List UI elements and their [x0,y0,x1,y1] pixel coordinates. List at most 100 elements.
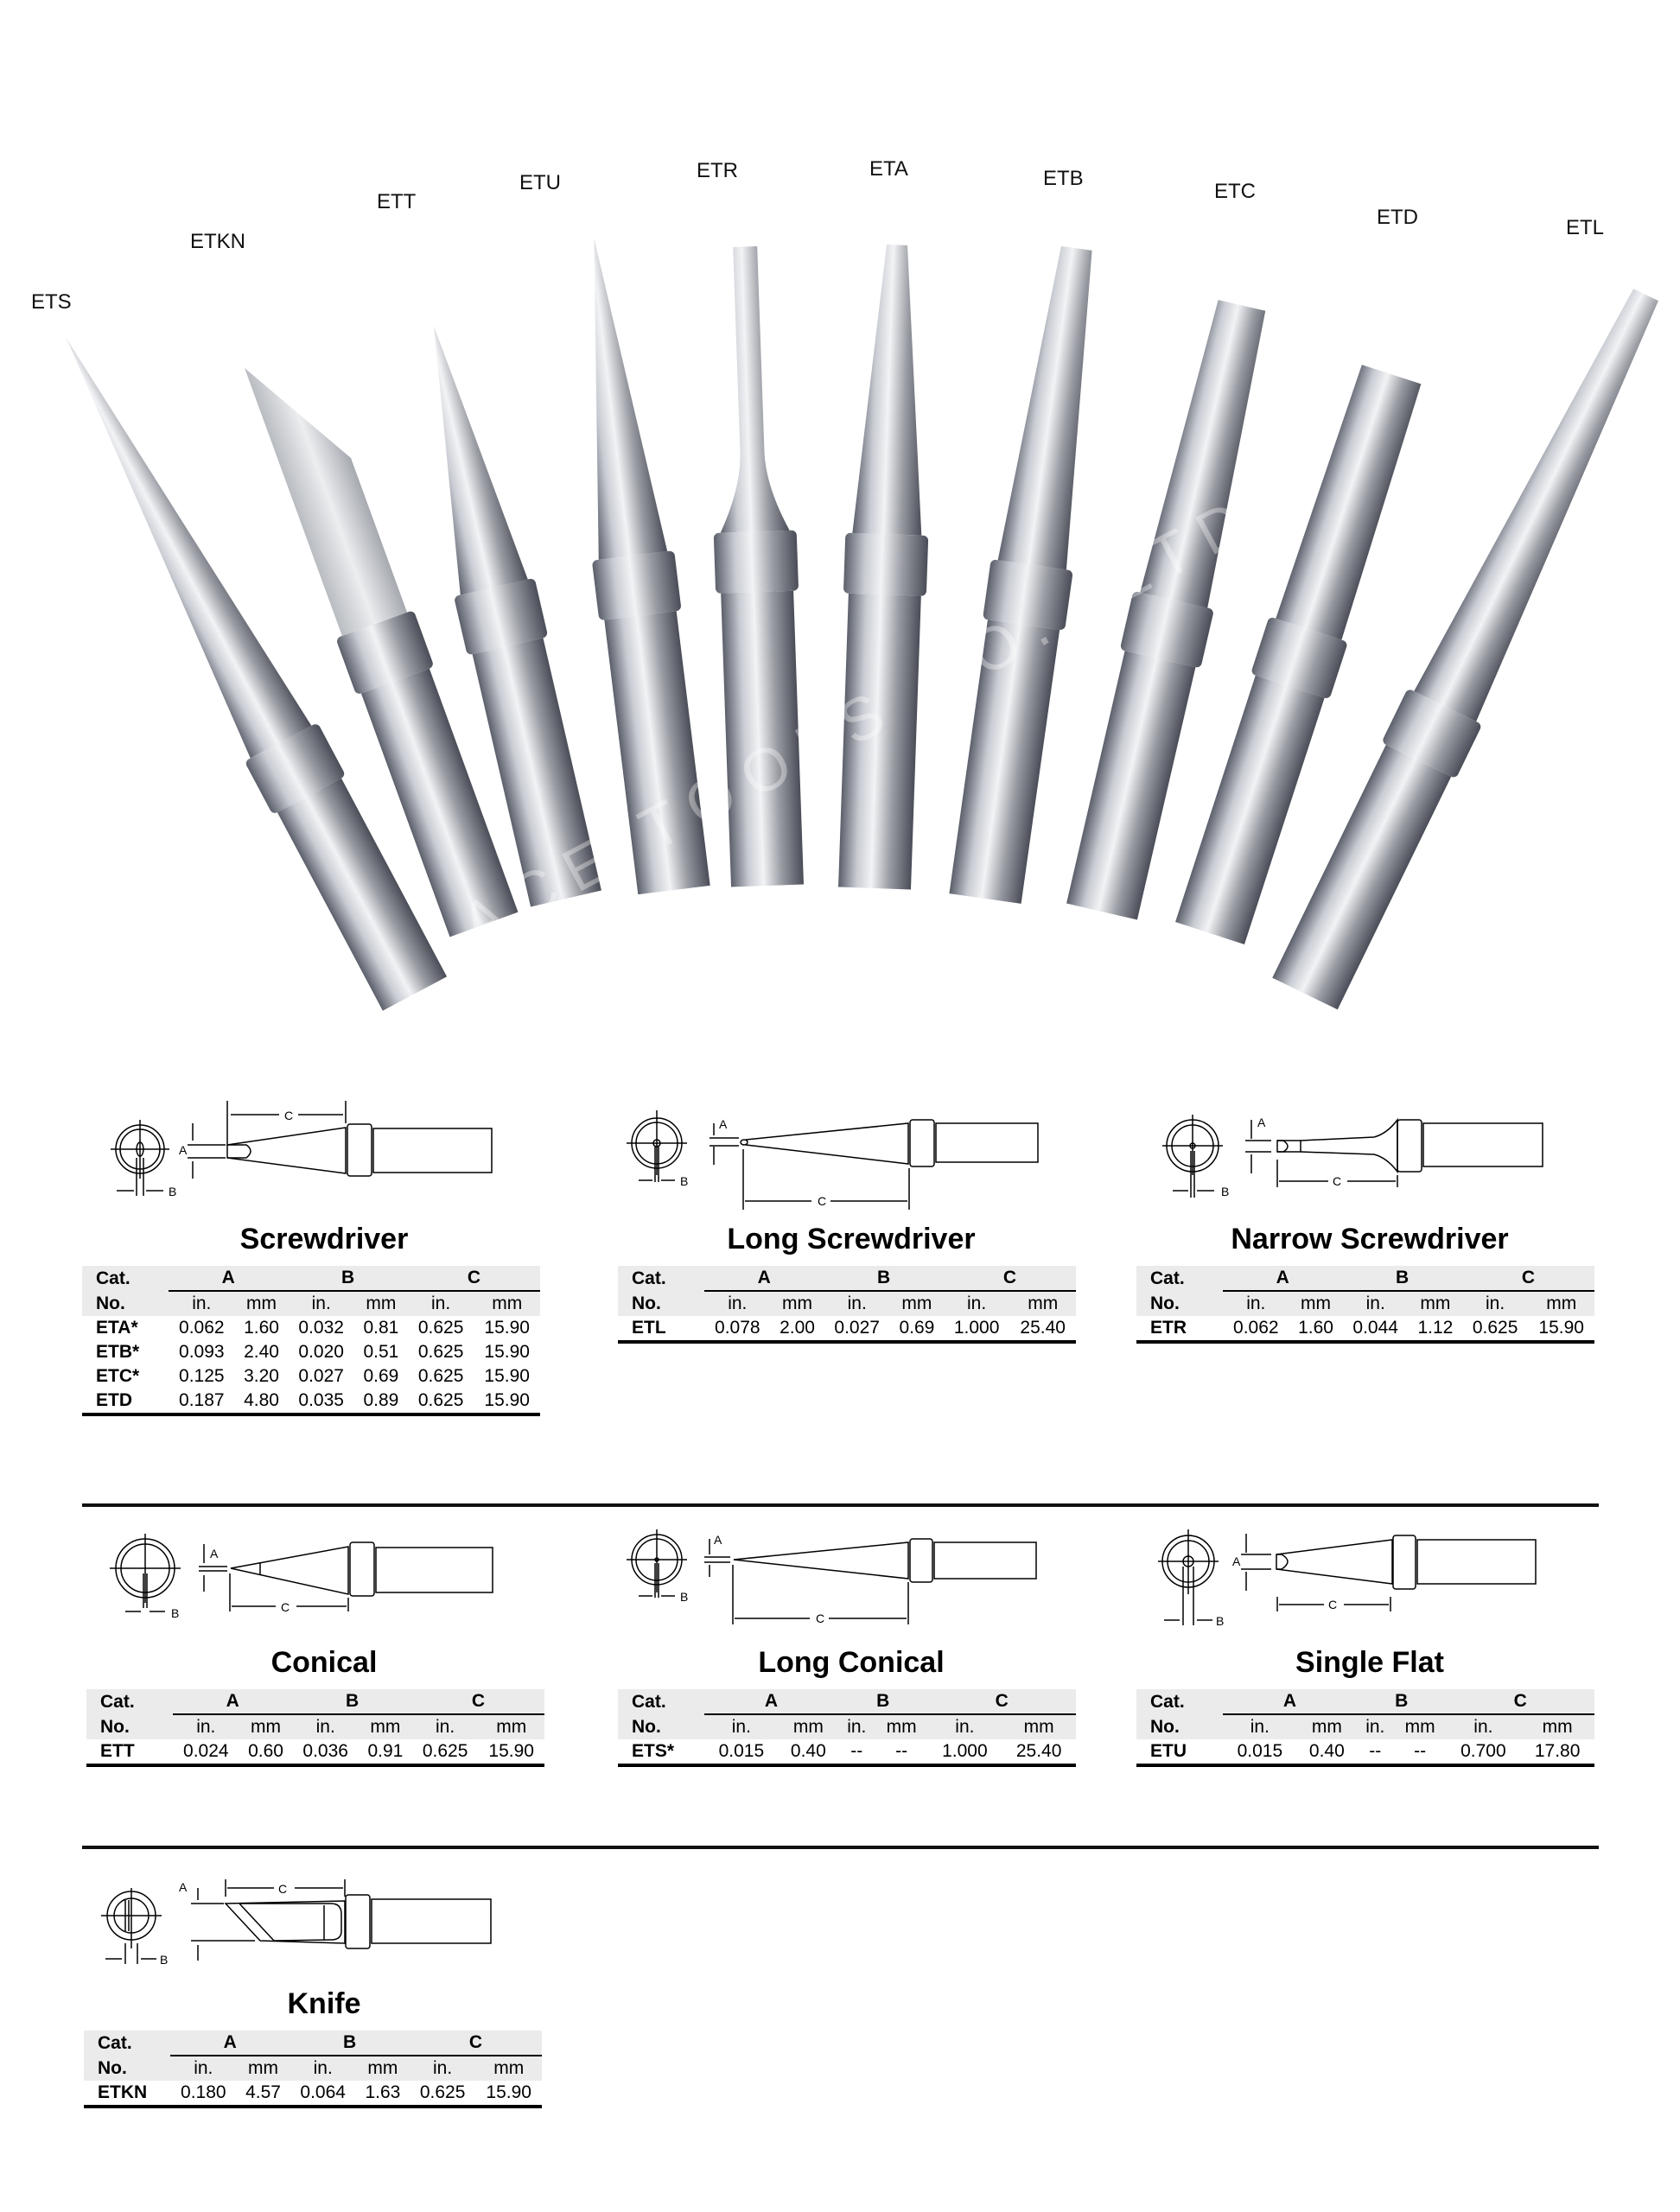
col-header-cat: Cat. [632,1691,666,1712]
svg-text:A: A [1257,1116,1266,1129]
dimension-value: 15.90 [484,1342,530,1362]
catalog-number: ETT [86,1739,173,1767]
section-title: Screwdriver [239,1223,409,1255]
col-header-no: No. [632,1293,661,1313]
tip-label-eta: ETA [869,157,908,181]
dimension-value: -- [875,1739,928,1767]
catalog-number: ETS* [618,1739,704,1767]
unit-header: mm [1311,1717,1342,1737]
tip-label-etu: ETU [519,171,561,194]
unit-header: mm [493,2058,525,2078]
svg-text:C: C [284,1109,293,1122]
unit-header: in. [1365,1717,1385,1737]
dimension-value: 0.024 [173,1739,239,1767]
unit-header: in. [431,1294,451,1313]
knife-diagram: C A B [101,1879,492,1967]
unit-header: in. [313,2058,333,2078]
catalog-number: ETL [618,1316,704,1344]
dimension-value: 15.90 [478,1739,544,1767]
svg-text:C: C [278,1882,287,1896]
dimension-value: 0.81 [363,1318,399,1338]
dimension-value: 17.80 [1520,1739,1594,1767]
unit-header: in. [1246,1294,1266,1313]
col-header-cat: Cat. [100,1691,135,1712]
col-header-c: C [409,2031,542,2056]
col-header-a: A [1223,1266,1343,1292]
col-header-a: A [704,1689,838,1715]
col-header-b: B [1342,1266,1462,1292]
col-header-cat: Cat. [96,1268,130,1288]
unit-header: mm [901,1294,932,1313]
dimension-value: 0.625 [417,1366,464,1386]
svg-text:C: C [818,1194,826,1208]
product-photo [0,0,1680,1037]
dimension-value: 1.000 [943,1316,1010,1344]
dimension-value: 2.40 [244,1342,279,1362]
col-header-b: B [288,1266,408,1292]
dimension-value: 0.69 [363,1366,399,1386]
svg-text:B: B [680,1590,688,1604]
dimension-value: 15.90 [475,2081,542,2108]
unit-header: mm [367,2058,398,2078]
col-header-a: A [169,1266,289,1292]
unit-header: in. [196,1717,216,1737]
dimension-value: 15.90 [484,1366,530,1386]
col-header-no: No. [632,1716,661,1737]
dimension-value: 0.180 [170,2081,237,2108]
col-header-c: C [1461,1266,1594,1292]
dimension-value: 0.40 [778,1739,838,1767]
col-header-no: No. [1150,1293,1180,1313]
dimension-value: 0.027 [298,1366,344,1386]
dimension-value: 0.625 [409,2081,476,2108]
unit-header: mm [782,1294,812,1313]
single-flat-diagram: C A B [1158,1529,1537,1628]
unit-header: mm [1023,1717,1054,1737]
dimension-value: 15.90 [474,1389,540,1416]
tip-label-etl: ETL [1566,216,1605,239]
col-header-cat: Cat. [98,2032,132,2053]
unit-header: mm [492,1294,523,1313]
dimension-value: 0.60 [239,1739,293,1767]
col-header-c: C [1446,1689,1594,1715]
unit-header: mm [496,1717,527,1737]
tip-label-etb: ETB [1043,167,1084,190]
dimension-value: 3.20 [244,1366,279,1386]
col-header-no: No. [98,2057,127,2078]
col-header-b: B [824,1266,944,1292]
svg-text:A: A [719,1117,728,1131]
dimension-value: 25.40 [1002,1739,1076,1767]
dimension-value: 0.625 [407,1389,474,1416]
catalog-number: ETR [1136,1316,1223,1344]
unit-header: in. [847,1717,867,1737]
unit-header: mm [1028,1294,1059,1313]
unit-header: in. [847,1294,867,1313]
tip-label-etkn: ETKN [190,230,246,253]
col-header-cat: Cat. [1150,1691,1185,1712]
dimension-value: 1.63 [356,2081,410,2108]
dimension-value: 1.000 [927,1739,1002,1767]
unit-header: in. [1365,1294,1385,1313]
dimension-value: 0.027 [824,1316,890,1344]
dimension-value: 0.020 [298,1342,344,1362]
dimension-value: 0.187 [169,1389,235,1416]
dimension-value: 0.69 [890,1316,944,1344]
dimension-value: -- [1393,1739,1447,1767]
dimension-value: 0.51 [363,1342,399,1362]
unit-header: in. [433,2058,453,2078]
catalog-number: ETC* [96,1366,140,1386]
dimension-value: 0.625 [1461,1316,1529,1344]
svg-text:A: A [1232,1554,1241,1568]
unit-header: in. [967,1294,987,1313]
section-divider [82,1846,1599,1849]
col-header-a: A [1223,1689,1357,1715]
col-header-a: A [704,1266,824,1292]
section-title: Knife [287,1987,361,2020]
svg-text:C: C [1328,1598,1337,1611]
